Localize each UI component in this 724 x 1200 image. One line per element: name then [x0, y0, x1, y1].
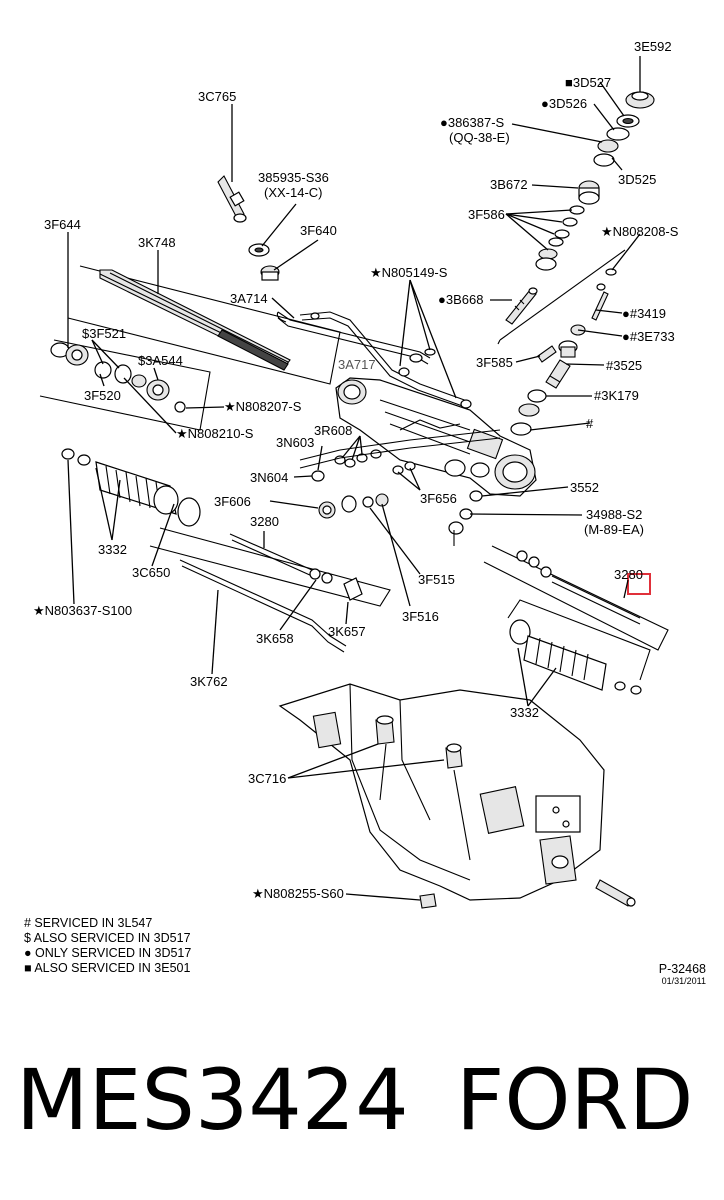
- valve-column-parts: [497, 91, 655, 436]
- label-3F516: 3F516: [402, 609, 439, 624]
- label-3A714: 3A714: [230, 291, 268, 306]
- label-3F515: 3F515: [418, 572, 455, 587]
- leader-lines: [67, 56, 641, 901]
- label-3N604: 3N604: [250, 470, 288, 485]
- legend-dot: ● ONLY SERVICED IN 3D517: [24, 946, 192, 960]
- right-boot: [507, 599, 651, 695]
- label-3E733: ●#3E733: [622, 329, 675, 344]
- label-N803637-S100: ★N803637-S100: [33, 603, 132, 618]
- label-3B668: ●3B668: [438, 292, 483, 307]
- label-3K658: 3K658: [256, 631, 294, 646]
- right-tie-rod: [483, 545, 669, 651]
- label-3N603: 3N603: [276, 435, 314, 450]
- label-3C716: 3C716: [248, 771, 286, 786]
- label-N808207-S: ★N808207-S: [224, 399, 302, 414]
- label-3D526: ●3D526: [541, 96, 587, 111]
- label-3A544: $3A544: [138, 353, 183, 368]
- label-N808210-S: ★N808210-S: [176, 426, 254, 441]
- valve-plug-parts: [217, 175, 280, 281]
- label-3B672: 3B672: [490, 177, 528, 192]
- reference-date: 01/31/2011: [661, 976, 706, 986]
- label-3K657: 3K657: [328, 624, 366, 639]
- legend-hash: # SERVICED IN 3L547: [24, 916, 153, 930]
- label-3419: ●#3419: [622, 306, 666, 321]
- legend-square: ■ ALSO SERVICED IN 3E501: [24, 961, 191, 975]
- label-3K762: 3K762: [190, 674, 228, 689]
- label-3K748: 3K748: [138, 235, 176, 250]
- seal-kit-panel: [39, 339, 211, 431]
- label-386387-S: ●386387-S: [440, 115, 505, 130]
- reference-block: P-32468 01/31/2011: [659, 962, 706, 986]
- label-3F520: 3F520: [84, 388, 121, 403]
- brand-name: FORD: [456, 1051, 694, 1149]
- label-3C650: 3C650: [132, 565, 170, 580]
- label-3K179: #3K179: [594, 388, 639, 403]
- label-3280-right: 3280: [614, 567, 643, 582]
- subframe: [278, 683, 636, 909]
- highlight-box: [627, 573, 651, 595]
- caption: MES3424 FORD: [0, 1050, 724, 1170]
- pressure-lines: [276, 311, 472, 409]
- steering-rack-exploded-diagram: 3E592 ■3D527 ●3D526 ●386387-S (QQ-38-E) …: [33, 39, 679, 909]
- label-3A717: 3A717: [338, 357, 376, 372]
- label-N805149-S: ★N805149-S: [370, 265, 448, 280]
- mid-fittings: [299, 429, 501, 482]
- label-3F644: 3F644: [44, 217, 81, 232]
- label-3F586: 3F586: [468, 207, 505, 222]
- label-3552: 3552: [570, 480, 599, 495]
- label-3280-left: 3280: [250, 514, 279, 529]
- tie-rod-seals: [318, 493, 389, 519]
- legend: # SERVICED IN 3L547 $ ALSO SERVICED IN 3…: [24, 916, 191, 976]
- label-m-89-ea: (M-89-EA): [584, 522, 644, 537]
- reference-code: P-32468: [658, 962, 706, 976]
- label-3D525: 3D525: [618, 172, 656, 187]
- label-3D527: ■3D527: [565, 75, 611, 90]
- label-3C765: 3C765: [198, 89, 236, 104]
- label-qq-38-e: (QQ-38-E): [449, 130, 510, 145]
- label-hash: #: [586, 416, 594, 431]
- callout-labels: 3E592 ■3D527 ●3D526 ●386387-S (QQ-38-E) …: [33, 39, 679, 901]
- label-N808255-S60: ★N808255-S60: [252, 886, 344, 901]
- left-tie-rod: [149, 527, 391, 653]
- label-xx-14-c: (XX-14-C): [264, 185, 323, 200]
- inner-rack-panel: [67, 265, 341, 385]
- label-3525: #3525: [606, 358, 642, 373]
- label-3F640: 3F640: [300, 223, 337, 238]
- label-3332-left: 3332: [98, 542, 127, 557]
- label-3R608: 3R608: [314, 423, 352, 438]
- label-34988-S2: 34988-S2: [586, 507, 642, 522]
- center-fasteners: [448, 490, 483, 546]
- legend-dollar: $ ALSO SERVICED IN 3D517: [24, 931, 191, 945]
- label-3F656: 3F656: [420, 491, 457, 506]
- part-number: MES3424: [16, 1051, 409, 1149]
- label-3332-right: 3332: [510, 705, 539, 720]
- label-N808208-S: ★N808208-S: [601, 224, 679, 239]
- label-3F521: $3F521: [82, 326, 126, 341]
- left-boot: [61, 448, 201, 527]
- label-385935-S36: 385935-S36: [258, 170, 329, 185]
- label-3F585: 3F585: [476, 355, 513, 370]
- label-3F606: 3F606: [214, 494, 251, 509]
- label-3E592: 3E592: [634, 39, 672, 54]
